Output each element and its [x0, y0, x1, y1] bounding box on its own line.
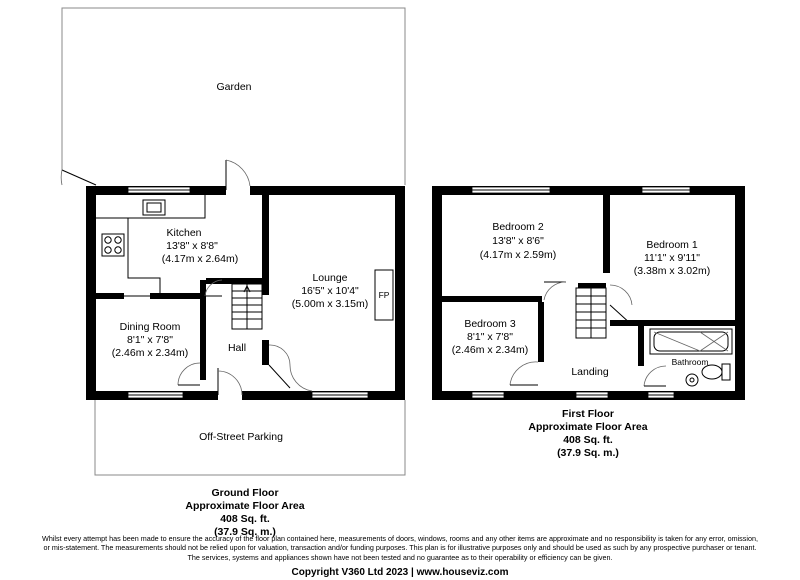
lounge-dim-imperial: 16'5" x 10'4" — [301, 285, 359, 297]
ground-floor-area-title: Ground Floor — [211, 487, 279, 499]
bedroom2-name: Bedroom 2 — [492, 221, 544, 233]
parking-outline — [94, 400, 406, 476]
disclaimer-line: or mis-statement. The measurements shoul… — [43, 543, 757, 553]
kitchen-name: Kitchen — [166, 227, 201, 239]
dining-dim-imperial: 8'1" x 7'8" — [127, 334, 173, 346]
disclaimer: Whilst every attempt has been made to en… — [10, 534, 790, 562]
first-floor-plan: Bedroom 2 13'8" x 8'6" (4.17m x 2.59m) B… — [432, 186, 745, 400]
ff-wall-left — [432, 186, 442, 400]
gf-wall-dining-hall — [200, 280, 206, 380]
ff-wall-stair-top — [578, 283, 606, 288]
bedroom1-dim-metric: (3.38m x 3.02m) — [634, 265, 710, 277]
kitchen-hob — [101, 233, 125, 257]
gf-wall-top-right — [250, 186, 405, 195]
ground-floor-area: Ground Floor Approximate Floor Area 408 … — [170, 487, 320, 539]
toilet — [701, 364, 723, 380]
lounge-fireplace — [374, 269, 394, 321]
disclaimer-line: Whilst every attempt has been made to en… — [42, 534, 758, 543]
ground-floor-plan: FP Garden Off-Street Parking Kitchen 13'… — [60, 7, 406, 476]
bedroom1-dim-imperial: 11'1" x 9'11" — [644, 252, 700, 264]
bedroom2-dim-metric: (4.17m x 2.59m) — [480, 249, 556, 261]
bedroom2-dim-imperial: 13'8" x 8'6" — [492, 235, 544, 247]
basin — [685, 373, 699, 387]
first-floor-area-sqm: (37.9 Sq. m.) — [557, 447, 619, 459]
kitchen-sink — [142, 199, 166, 216]
ff-wall-bed2-bed1 — [603, 195, 610, 273]
bathroom-name: Bathroom — [672, 357, 709, 367]
lounge-name: Lounge — [312, 272, 347, 284]
ff-wall-bed1-bath — [610, 320, 735, 326]
ff-wall-bath-landing — [638, 326, 644, 366]
dining-dim-metric: (2.46m x 2.34m) — [112, 347, 188, 359]
ground-floor-area-sqm: (37.9 Sq. m.) — [214, 526, 276, 538]
first-floor-area-title: First Floor — [562, 408, 614, 420]
ff-wall-top — [432, 186, 745, 195]
disclaimer-line: The services, systems and appliances sho… — [187, 552, 613, 562]
first-floor-area-sqft: 408 Sq. ft. — [563, 434, 613, 446]
hall-name: Hall — [228, 342, 246, 354]
kitchen-dim-metric: (4.17m x 2.64m) — [162, 253, 238, 265]
gf-wall-lounge-hall — [262, 340, 269, 365]
dining-name: Dining Room — [120, 321, 181, 333]
floor-plan: FP Garden Off-Street Parking Kitchen 13'… — [60, 7, 745, 476]
gf-wall-dining-top-2 — [150, 293, 205, 299]
ff-wall-right — [735, 186, 745, 400]
kitchen-dim-imperial: 13'8" x 8'8" — [166, 240, 218, 252]
landing-name: Landing — [571, 366, 609, 378]
copyright: Copyright V360 Ltd 2023 | www.houseviz.c… — [291, 567, 509, 578]
gf-wall-kitchen-lounge — [262, 195, 269, 295]
gf-wall-left — [86, 186, 96, 400]
ground-floor-area-sqft: 408 Sq. ft. — [220, 513, 270, 525]
fireplace-label: FP — [379, 290, 390, 300]
garden-outline — [61, 7, 406, 185]
bedroom3-dim-metric: (2.46m x 2.34m) — [452, 344, 528, 356]
bedroom3-name: Bedroom 3 — [464, 318, 516, 330]
bedroom3-dim-imperial: 8'1" x 7'8" — [467, 331, 513, 343]
gf-wall-stairs-top — [206, 278, 262, 284]
garden-gate-arc — [60, 169, 63, 186]
gf-wall-right — [395, 186, 405, 400]
bedroom1-name: Bedroom 1 — [646, 239, 698, 251]
bath-tub — [649, 328, 733, 355]
garden-gate — [61, 169, 97, 186]
first-floor-area: First Floor Approximate Floor Area 408 S… — [513, 408, 663, 460]
parking-label: Off-Street Parking — [199, 431, 283, 443]
kitchen-worktop-top — [96, 195, 206, 219]
ground-floor-area-subtitle: Approximate Floor Area — [185, 500, 305, 512]
kitchen-worktop-side — [127, 218, 161, 293]
gf-wall-dining-top — [96, 293, 124, 299]
first-floor-area-subtitle: Approximate Floor Area — [528, 421, 648, 433]
ff-wall-bed2-bed3 — [442, 296, 542, 302]
ff-wall-bed3-landing — [538, 302, 544, 362]
garden-label: Garden — [216, 81, 251, 93]
lounge-dim-metric: (5.00m x 3.15m) — [292, 298, 368, 310]
